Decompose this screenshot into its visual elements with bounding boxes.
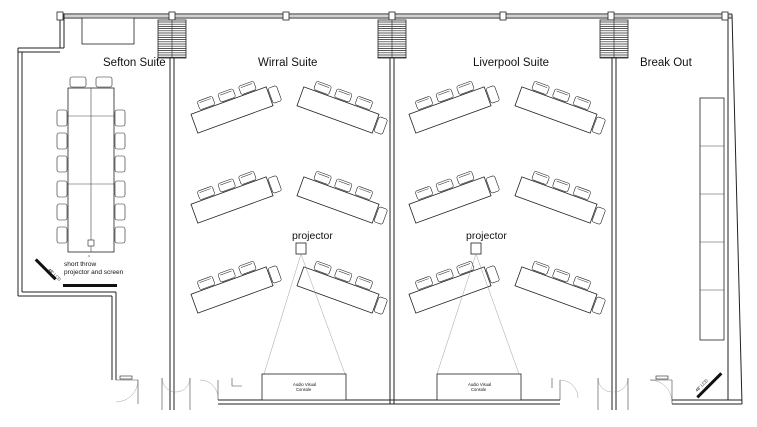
projection-beams xyxy=(263,253,520,375)
av-console-liverpool-label-2: Console xyxy=(471,387,487,392)
projector-liverpool xyxy=(470,242,482,255)
short-throw-screen xyxy=(63,284,117,287)
partition-stack-middle xyxy=(377,19,407,59)
av-console-wirral-label-2: Console xyxy=(296,387,312,392)
sefton-chairs xyxy=(56,76,126,244)
breakout-lcd-screen xyxy=(696,372,723,399)
breakout-counter xyxy=(699,97,725,341)
projector-label-liverpool: projector xyxy=(466,230,507,242)
sefton-boardroom-table xyxy=(67,87,115,253)
av-console-wirral-label-1: Audio Visual xyxy=(293,382,316,387)
breakout-lcd-label: 48" LCD xyxy=(694,378,709,393)
projector-label-wirral: projector xyxy=(292,230,333,242)
cabaret-tables xyxy=(190,81,606,315)
partition-stack-right xyxy=(599,19,629,59)
short-throw-label-1: short throw xyxy=(64,261,96,268)
sefton-lcd-screen xyxy=(34,258,57,281)
room-label-liverpool: Liverpool Suite xyxy=(473,57,549,69)
room-label-sefton: Sefton Suite xyxy=(103,57,166,69)
doors xyxy=(115,375,673,410)
sefton-cupboard xyxy=(81,17,135,45)
short-throw-label-2: projector and screen xyxy=(64,269,124,276)
projector-wirral xyxy=(295,242,307,255)
partitions xyxy=(169,58,617,410)
partition-stack-left xyxy=(157,19,187,59)
av-console-wirral: Audio Visual Console xyxy=(261,373,347,401)
av-console-liverpool: Audio Visual Console xyxy=(436,373,522,401)
room-label-wirral: Wirral Suite xyxy=(258,57,317,69)
av-console-liverpool-label-1: Audio Visual xyxy=(468,382,491,387)
room-label-breakout: Break Out xyxy=(640,57,693,69)
